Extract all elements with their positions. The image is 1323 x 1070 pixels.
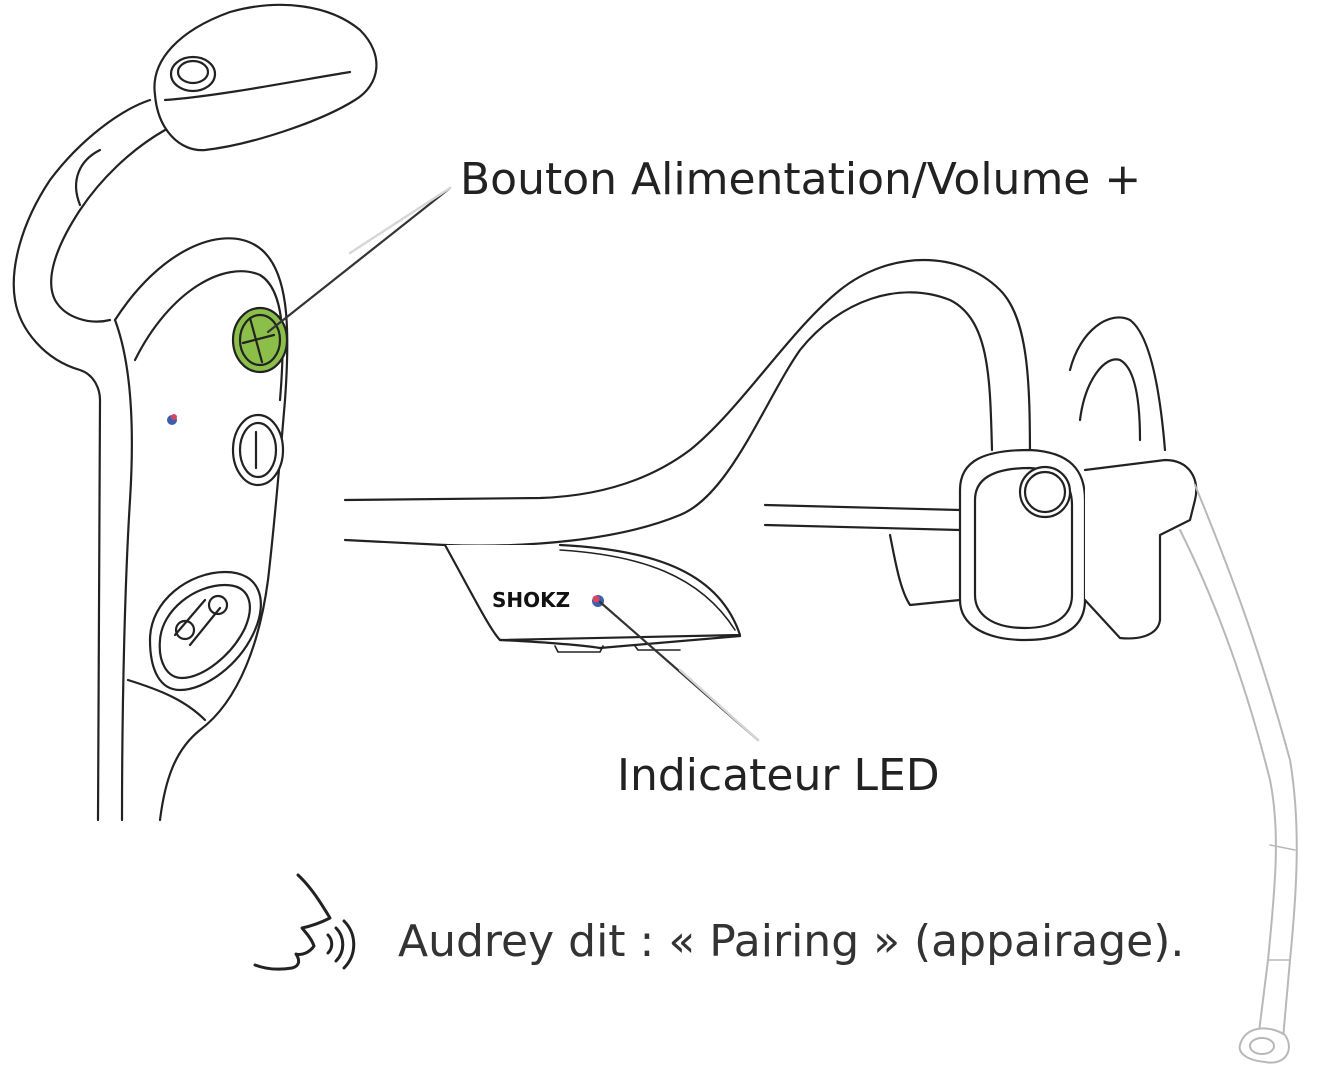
brand-logo: SHOKZ [492,588,570,612]
led-indicator-label: Indicateur LED [617,754,940,798]
microphone-boom [1180,485,1297,1063]
speaking-head-icon [255,875,354,969]
headset-side-view: SHOKZ [345,260,1196,652]
voice-prompt-text: Audrey dit : « Pairing » (appairage). [398,920,1184,964]
left-earpiece-closeup [14,5,377,820]
power-button-label: Bouton Alimentation/Volume + [460,158,1141,202]
leader-lines [268,188,758,740]
